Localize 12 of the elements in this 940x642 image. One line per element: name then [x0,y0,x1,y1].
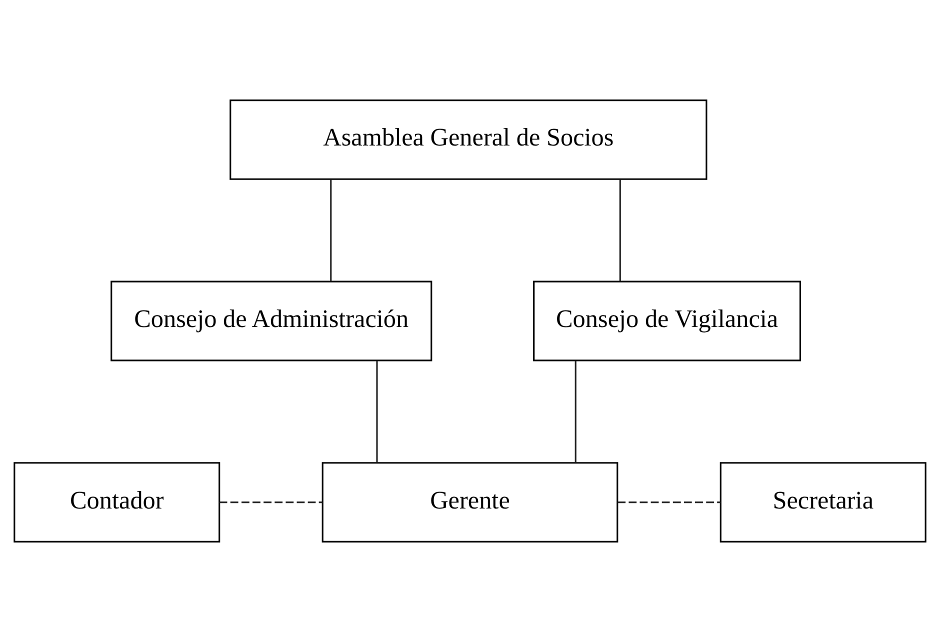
node-box: Consejo de Administración [110,280,432,362]
node-box: Asamblea General de Socios [230,100,708,180]
connector [619,180,621,282]
connector [618,502,720,504]
connector [376,360,378,463]
node-box: Contador [14,462,220,542]
node-box: Secretaria [720,462,926,542]
connector [220,502,322,504]
node-box: Gerente [322,462,618,542]
node-box: Consejo de Vigilancia [533,280,802,362]
connector [574,360,576,463]
connector [330,180,332,282]
